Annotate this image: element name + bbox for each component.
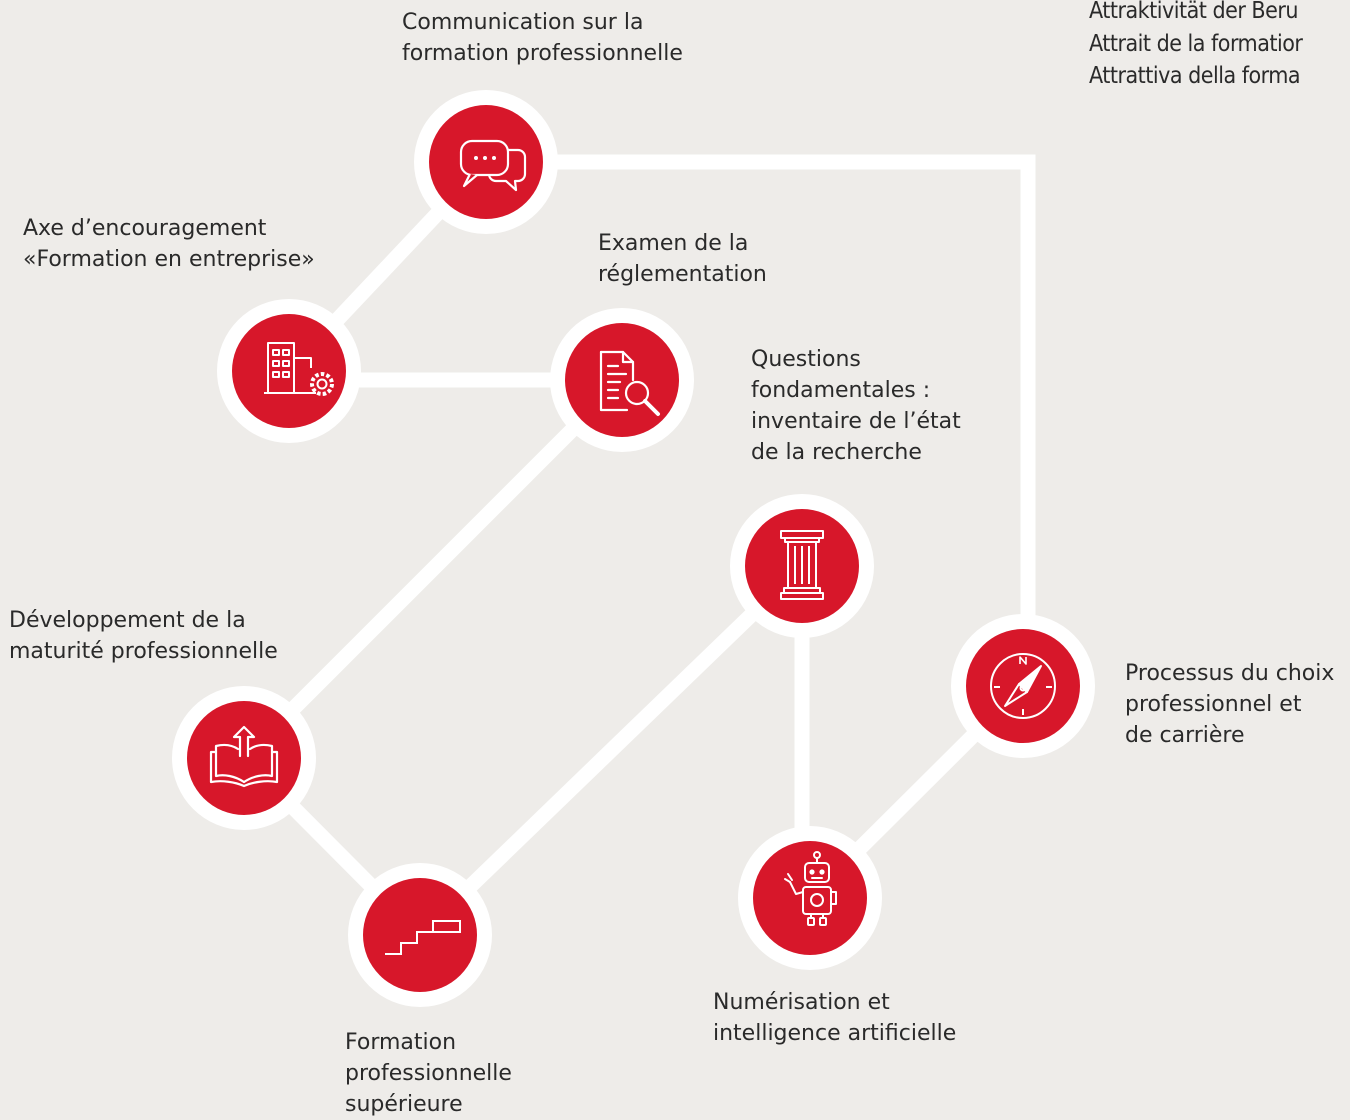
node-questions	[730, 494, 874, 638]
label-line: inventaire de l’état	[751, 409, 961, 434]
node-encouragement	[217, 299, 361, 443]
label-reglementation: Examen de la réglementation	[598, 228, 767, 290]
label-line: Examen de la	[598, 231, 749, 256]
label-line: supérieure	[345, 1092, 463, 1117]
node-maturite	[172, 686, 316, 830]
connector-reglementation-maturite	[238, 374, 628, 764]
connector-superieure-questions	[414, 560, 808, 941]
label-line: professionnel et	[1125, 692, 1302, 717]
label-line: de carrière	[1125, 723, 1245, 748]
node-reglementation	[550, 308, 694, 452]
label-line: Questions	[751, 347, 861, 372]
node-communication	[414, 90, 558, 234]
label-questions: Questions fondamentales : inventaire de …	[751, 344, 961, 468]
compass-icon	[990, 653, 1056, 719]
label-line: Axe d’encouragement	[23, 216, 267, 241]
label-line: fondamentales :	[751, 378, 931, 403]
label-line: Numérisation et	[713, 990, 890, 1015]
label-communication: Communication sur la formation professio…	[402, 7, 683, 69]
title-block: Attraktivität der Beru Attrait de la for…	[1089, 0, 1303, 93]
label-line: Processus du choix	[1125, 661, 1335, 686]
title-line-1: Attraktivität der Beru	[1089, 0, 1298, 24]
label-numerisation: Numérisation et intelligence artificiell…	[713, 987, 956, 1049]
label-line: intelligence artificielle	[713, 1021, 957, 1046]
open-book-arrow-icon	[209, 725, 279, 788]
node-superieure	[348, 863, 492, 1007]
node-choix	[951, 614, 1095, 758]
label-line: Formation	[345, 1030, 457, 1055]
label-line: maturité professionnelle	[9, 639, 278, 664]
connector-communication-choix	[486, 154, 1036, 686]
robot-icon	[784, 851, 837, 926]
label-superieure: Formation professionnelle supérieure	[345, 1027, 512, 1120]
pillar-icon	[780, 530, 824, 600]
label-line: formation professionnelle	[402, 41, 683, 66]
title-line-2: Attrait de la formatior	[1089, 30, 1303, 57]
node-numerisation	[738, 826, 882, 970]
title-line-3: Attrattiva della forma	[1089, 63, 1301, 89]
label-maturite: Développement de la maturité professionn…	[9, 605, 278, 667]
label-encouragement: Axe d’encouragement «Formation en entrep…	[23, 213, 315, 275]
label-line: réglementation	[598, 262, 767, 287]
building-gear-icon	[264, 342, 334, 396]
label-line: de la recherche	[751, 440, 922, 465]
label-line: «Formation en entreprise»	[23, 247, 315, 272]
document-search-icon	[599, 350, 660, 416]
label-choix: Processus du choix professionnel et de c…	[1125, 658, 1334, 751]
label-line: professionnelle	[345, 1061, 512, 1086]
label-line: Développement de la	[9, 608, 246, 633]
chat-bubbles-icon	[459, 139, 527, 192]
label-line: Communication sur la	[402, 10, 644, 35]
stairs-icon	[385, 920, 461, 955]
